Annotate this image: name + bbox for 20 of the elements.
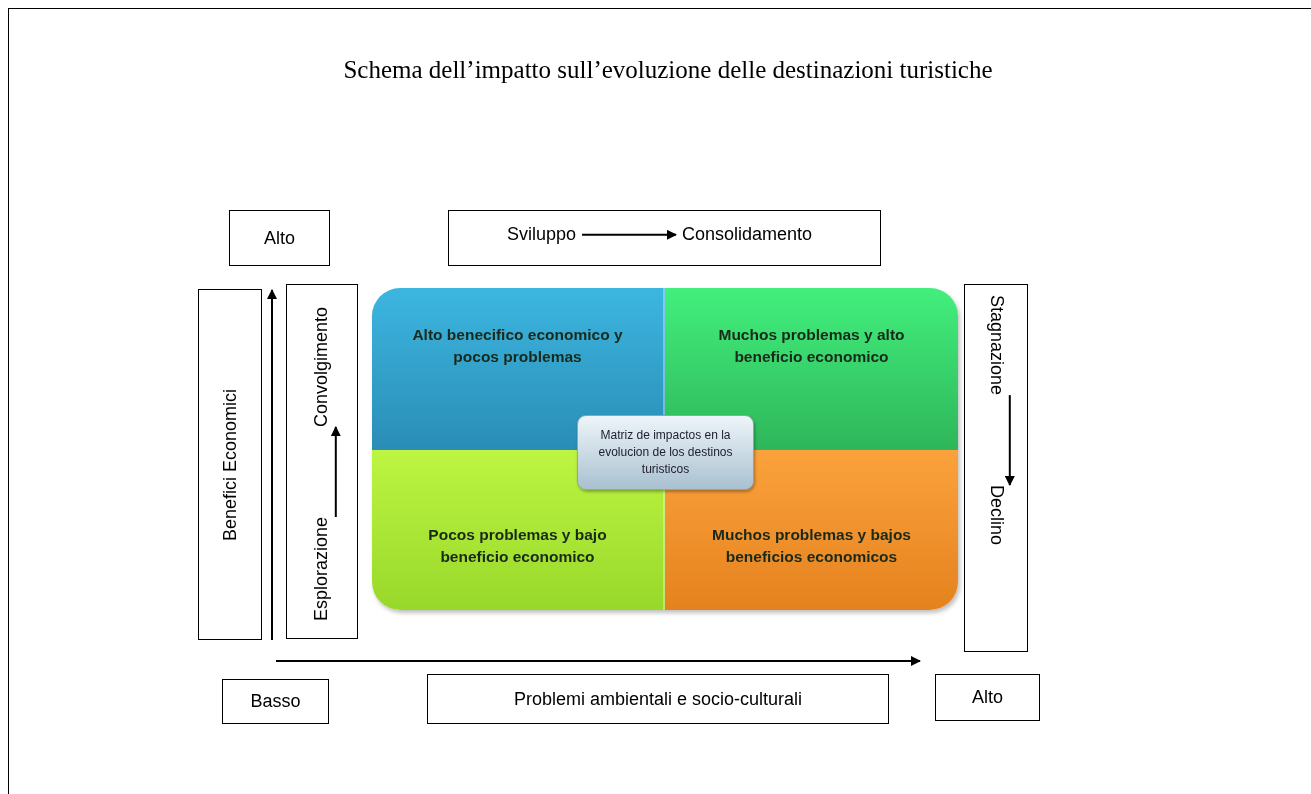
label-box: Basso: [222, 679, 329, 724]
matrix-title-card: Matriz de impactos en la evolucion de los destinos turisticos: [577, 415, 754, 490]
diagram-title: Schema dell’impatto sull’evoluzione delle destinazioni turistiche: [342, 56, 994, 84]
label-box: Alto: [935, 674, 1040, 721]
label-box: Problemi ambientali e socio-culturali: [427, 674, 889, 724]
stage-label: Stagnazione: [979, 295, 1013, 396]
stage-box: [964, 284, 1028, 652]
stage-label: Declino: [979, 485, 1013, 546]
stage-label: Consolidamento: [676, 224, 819, 246]
stage-label: Sviluppo: [501, 224, 583, 246]
stage-box: [286, 284, 358, 639]
label-box: Alto: [229, 210, 330, 266]
arrow: [1004, 394, 1015, 486]
label-box: Benefici Economici: [198, 289, 262, 640]
stage-label: Convolgimento: [305, 307, 339, 428]
matrix-panel: [372, 288, 958, 610]
stage-label: Esplorazione: [305, 517, 339, 622]
stage-box: [448, 210, 881, 266]
arrow: [581, 229, 677, 240]
arrow: [330, 426, 341, 518]
